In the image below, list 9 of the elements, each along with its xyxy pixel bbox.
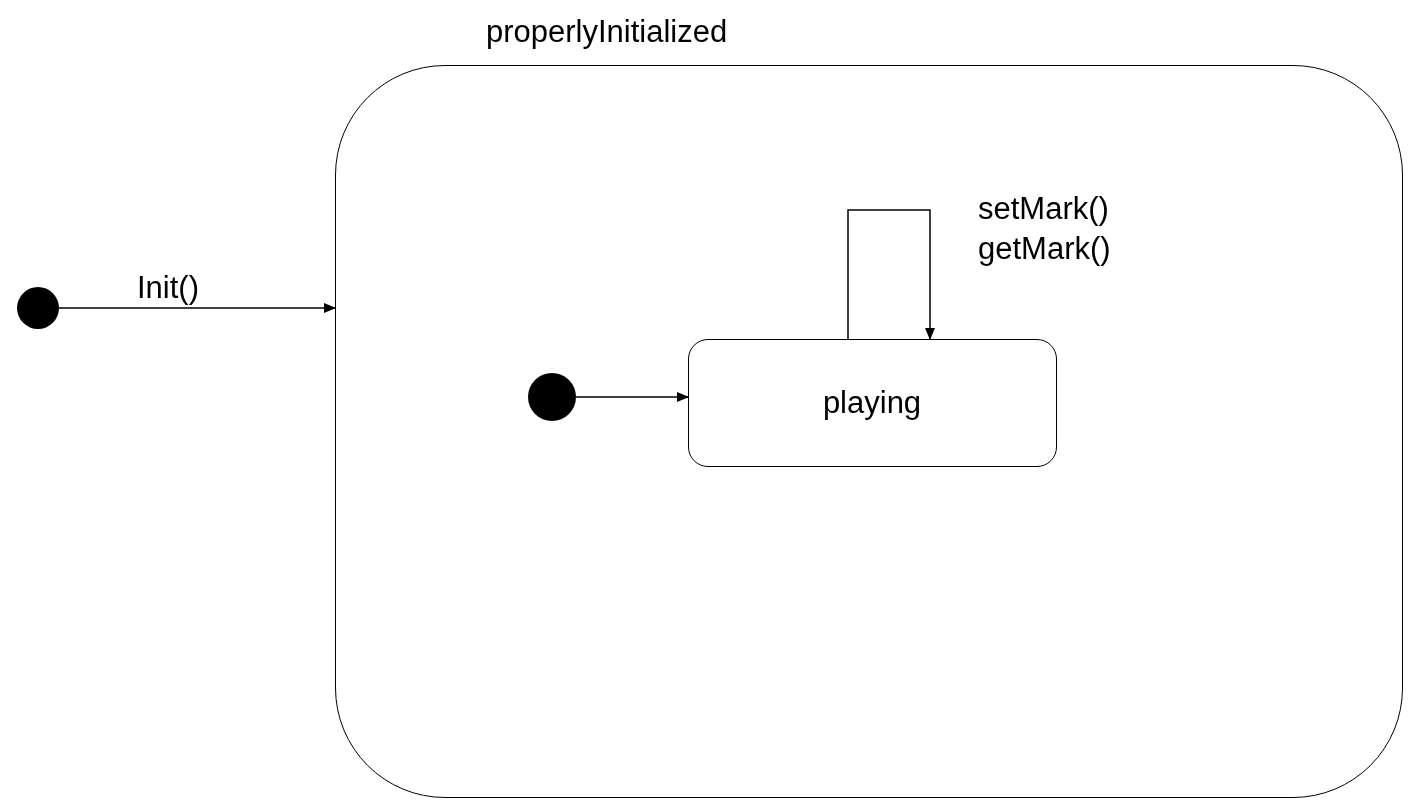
initial-state-dot [17,287,59,329]
transition-arrow [58,303,336,313]
state-box [687,338,1057,467]
state-name: properlyInitialized [486,14,728,50]
transition-label: setMark() getMark() [978,190,1112,268]
transition-arrow [847,209,935,340]
transition-arrow [575,392,689,402]
transition-label: Init() [137,269,199,307]
state-name: playing [822,384,922,421]
